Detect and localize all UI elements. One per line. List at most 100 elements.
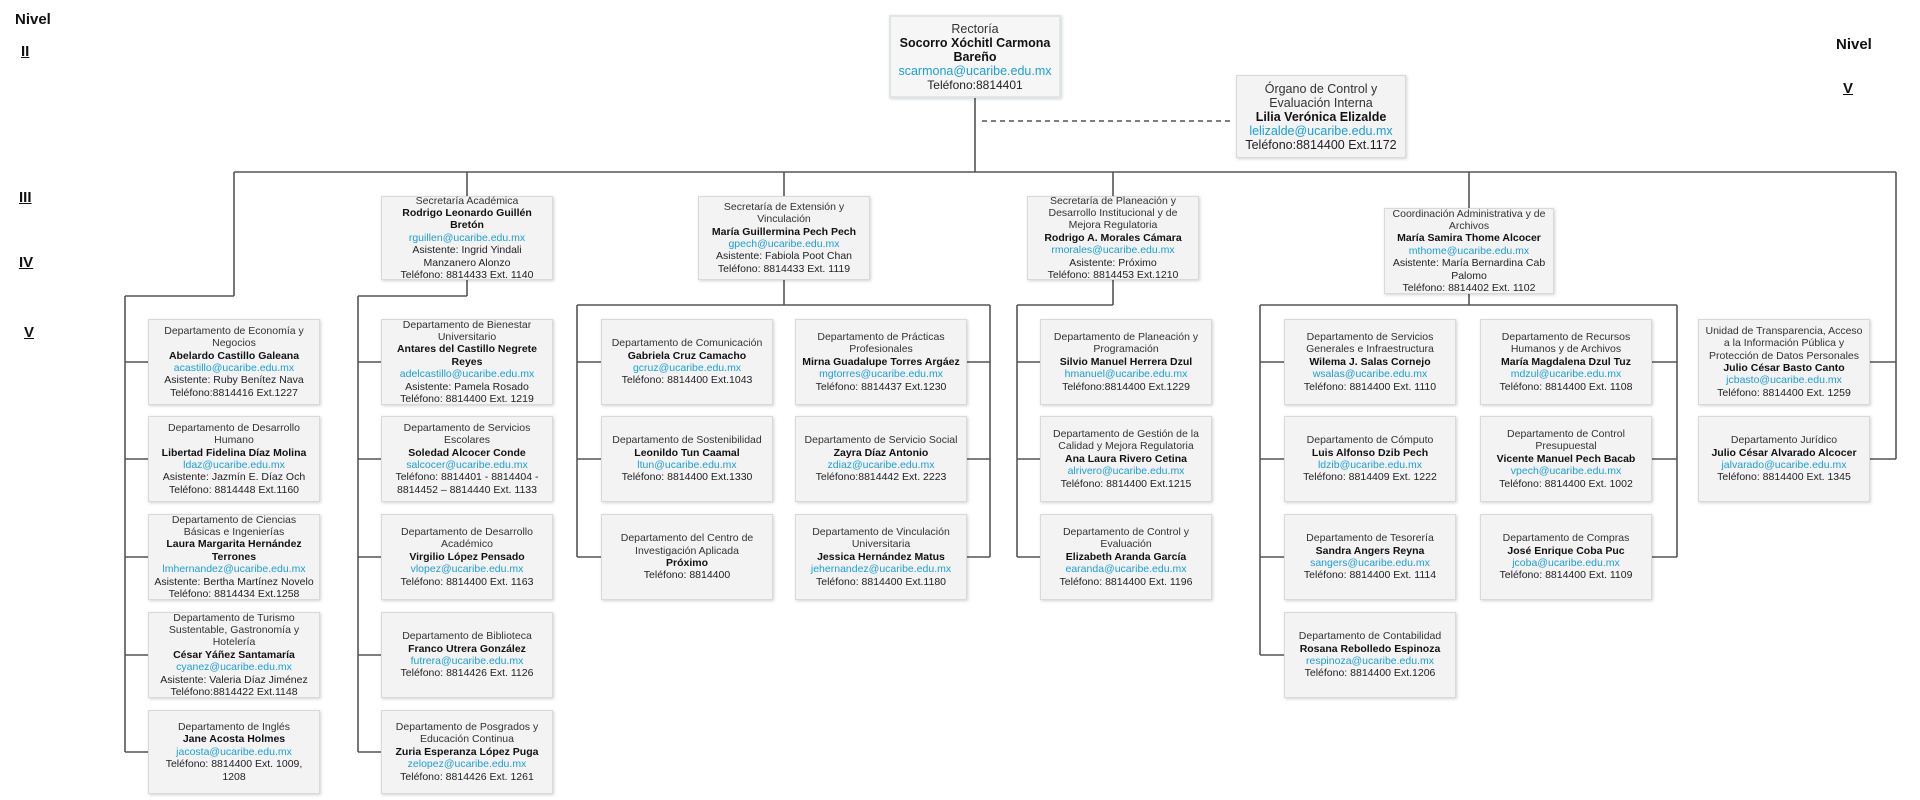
email-address[interactable]: zdiaz@ucaribe.edu.mx <box>827 459 935 471</box>
person-name: Soledad Alcocer Conde <box>408 446 526 459</box>
unit-label: Departamento de Servicio Social <box>804 434 958 447</box>
email-address[interactable]: acastillo@ucaribe.edu.mx <box>173 362 295 374</box>
email-address[interactable]: scarmona@ucaribe.edu.mx <box>898 63 1052 78</box>
email-address[interactable]: mdzul@ucaribe.edu.mx <box>1510 368 1622 381</box>
level-mark-v-right: V <box>1843 80 1854 97</box>
assistant-name: Asistente: Próximo <box>1069 256 1157 269</box>
assistant-name: Asistente: Fabiola Poot Chan <box>716 250 852 263</box>
person-name: Leonildo Tun Caamal <box>634 446 740 459</box>
person-name: Silvio Manuel Herrera Dzul <box>1059 355 1193 368</box>
phone-number: Teléfono: 8814401 - 8814404 - 8814452 – … <box>395 471 539 496</box>
unit-label: Departamento de Turismo Sustentable, Gas… <box>168 611 300 649</box>
phone-number: Teléfono: 8814437 Ext.1230 <box>815 380 947 393</box>
phone-number: Teléfono:8814401 <box>927 77 1023 92</box>
unit-label: Órgano de Control y Evaluación Interna <box>1264 81 1378 110</box>
box-depto-servicios-generales: Departamento de Servicios Generales e In… <box>1284 319 1456 405</box>
person-name: Jane Acosta Holmes <box>182 733 286 746</box>
email-address[interactable]: rguillen@ucaribe.edu.mx <box>408 231 526 244</box>
email-address[interactable]: ltun@ucaribe.edu.mx <box>637 459 737 471</box>
person-name: Laura Margarita Hernández Terrones <box>166 538 302 563</box>
person-name: Elizabeth Aranda García <box>1065 550 1187 563</box>
phone-number: Teléfono: 8814400 Ext.1215 <box>1060 477 1192 490</box>
email-address[interactable]: cyanez@ucaribe.edu.mx <box>176 661 292 674</box>
box-depto-recursos-humanos: Departamento de Recursos Humanos y de Ar… <box>1480 319 1652 405</box>
phone-number: Teléfono: 8814400 Ext. 1163 <box>400 575 534 588</box>
person-name: Gabriela Cruz Camacho <box>627 349 747 362</box>
phone-number: Teléfono:8814422 Ext.1148 <box>170 686 298 699</box>
unit-label: Departamento de Control Presupuestal <box>1507 427 1625 453</box>
level-mark-iv: IV <box>19 254 34 271</box>
phone-number: Teléfono:8814400 Ext.1229 <box>1062 380 1190 393</box>
phone-number: Teléfono: 8814400 Ext. 1109 <box>1499 569 1633 582</box>
email-address[interactable]: vlopez@ucaribe.edu.mx <box>410 563 524 576</box>
unit-label: Departamento de Economía y Negocios <box>164 324 304 350</box>
assistant-name: Asistente: Pamela Rosado <box>405 380 529 393</box>
box-unidad-transparencia: Unidad de Transparencia, Acceso a la Inf… <box>1698 319 1870 405</box>
email-address[interactable]: ldaz@ucaribe.edu.mx <box>183 459 285 471</box>
email-address[interactable]: ldzib@ucaribe.edu.mx <box>1317 459 1423 471</box>
email-address[interactable]: gcruz@ucaribe.edu.mx <box>632 362 742 374</box>
email-address[interactable]: jalvarado@ucaribe.edu.mx <box>1721 459 1847 471</box>
unit-label: Secretaría de Planeación y Desarrollo In… <box>1048 194 1178 232</box>
unit-label: Departamento de Contabilidad <box>1298 630 1442 643</box>
person-name: Zayra Díaz Antonio <box>833 446 929 459</box>
phone-number: Teléfono: 8814400 Ext. 1114 <box>1303 569 1437 582</box>
person-name: Rodrigo A. Morales Cámara <box>1044 231 1182 244</box>
email-address[interactable]: sangers@ucaribe.edu.mx <box>1310 557 1430 569</box>
email-address[interactable]: zelopez@ucaribe.edu.mx <box>407 758 527 771</box>
box-depto-planeacion-programacion: Departamento de Planeación y Programació… <box>1040 319 1212 405</box>
email-address[interactable]: salcocer@ucaribe.edu.mx <box>406 459 528 471</box>
email-address[interactable]: adelcastillo@ucaribe.edu.mx <box>399 368 535 381</box>
phone-number: Teléfono:8814416 Ext.1227 <box>170 386 298 399</box>
email-address[interactable]: hmanuel@ucaribe.edu.mx <box>1064 368 1188 381</box>
email-address[interactable]: vpech@ucaribe.edu.mx <box>1510 465 1622 478</box>
unit-label: Departamento de Gestión de la Calidad y … <box>1053 427 1199 453</box>
email-address[interactable]: alrivero@ucaribe.edu.mx <box>1067 465 1185 478</box>
unit-label: Departamento de Inglés <box>177 720 291 733</box>
phone-number: Teléfono:8814400 Ext.1172 <box>1245 137 1397 152</box>
person-name: Wilema J. Salas Cornejo <box>1309 355 1431 368</box>
phone-number: Teléfono: 8814433 Ext. 1119 <box>717 262 851 275</box>
email-address[interactable]: mgtorres@ucaribe.edu.mx <box>819 368 943 381</box>
email-address[interactable]: earanda@ucaribe.edu.mx <box>1065 563 1187 576</box>
email-address[interactable]: jacosta@ucaribe.edu.mx <box>176 745 292 758</box>
email-address[interactable]: gpech@ucaribe.edu.mx <box>728 238 840 250</box>
email-address[interactable]: mthome@ucaribe.edu.mx <box>1408 244 1530 257</box>
person-name: Mirna Guadalupe Torres Argáez <box>802 355 960 368</box>
phone-number: Teléfono: 8814400 Ext. 1345 <box>1717 471 1851 484</box>
email-address[interactable]: jehernandez@ucaribe.edu.mx <box>810 563 952 576</box>
unit-label: Departamento de Control y Evaluación <box>1062 525 1190 551</box>
box-depto-ciencias-basicas: Departamento de Ciencias Básicas e Ingen… <box>148 514 320 600</box>
email-address[interactable]: lmhernandez@ucaribe.edu.mx <box>162 563 306 576</box>
email-address[interactable]: wsalas@ucaribe.edu.mx <box>1312 368 1428 381</box>
unit-label: Departamento de Biblioteca <box>402 630 532 643</box>
email-address[interactable]: respinoza@ucaribe.edu.mx <box>1306 655 1434 667</box>
unit-label: Departamento de Comunicación <box>611 337 763 350</box>
unit-label: Departamento de Desarrollo Humano <box>168 421 300 447</box>
level-title-left: Nivel <box>15 11 51 28</box>
email-address[interactable]: jcoba@ucaribe.edu.mx <box>1512 557 1620 569</box>
unit-label: Rectoría <box>951 21 999 36</box>
unit-label: Departamento de Tesorería <box>1306 532 1434 545</box>
phone-number: Teléfono: 8814400 Ext. 1219 <box>400 393 534 406</box>
email-address[interactable]: futrera@ucaribe.edu.mx <box>410 655 524 667</box>
email-address[interactable]: lelizalde@ucaribe.edu.mx <box>1249 123 1393 138</box>
phone-number: Teléfono: 8814453 Ext.1210 <box>1047 269 1179 282</box>
email-address[interactable]: jcbasto@ucaribe.edu.mx <box>1726 374 1842 387</box>
unit-label: Departamento de Sostenibilidad <box>612 434 762 447</box>
person-name: María Guillermina Pech Pech <box>711 225 857 238</box>
unit-label: Departamento de Posgrados y Educación Co… <box>395 720 539 746</box>
phone-number: Teléfono: 8814400 Ext. 1196 <box>1059 575 1193 588</box>
level-mark-v: V <box>24 324 35 341</box>
email-address[interactable]: rmorales@ucaribe.edu.mx <box>1051 244 1175 257</box>
